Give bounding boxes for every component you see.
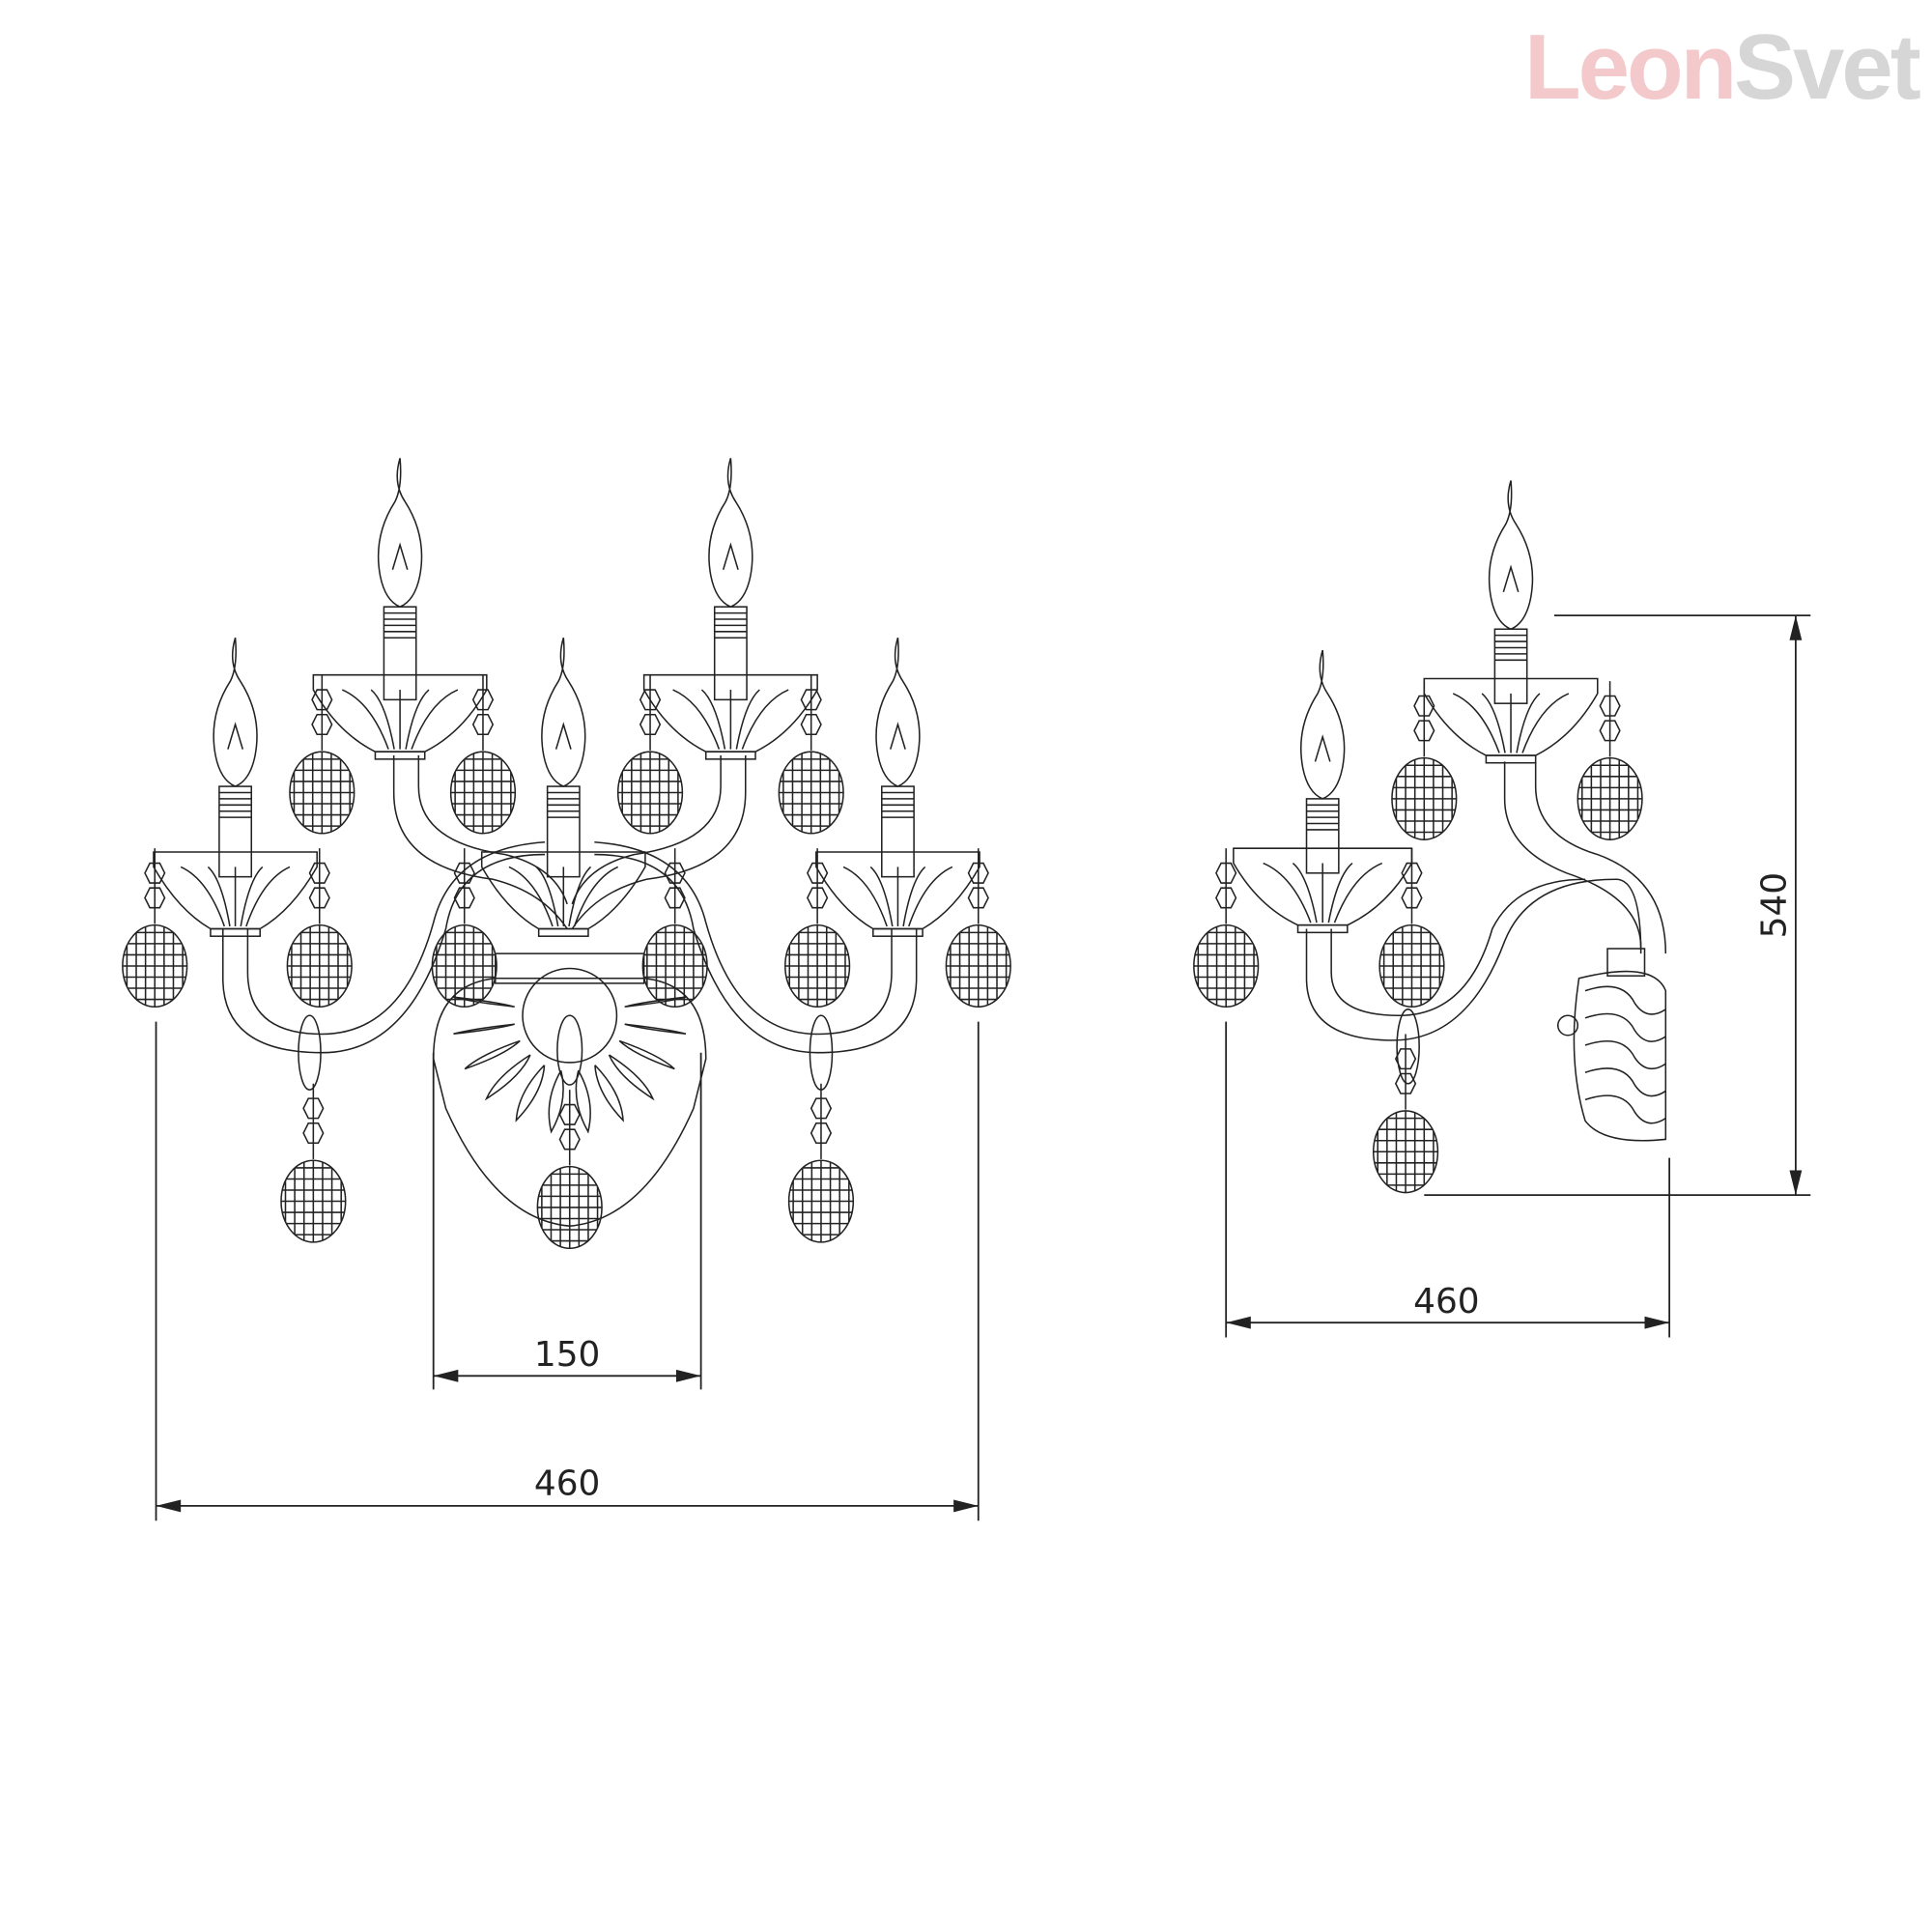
wall-plate-knob xyxy=(1556,1014,1579,1037)
dimension-height: 540 xyxy=(1424,614,1811,1197)
candle-bulb xyxy=(1300,649,1346,800)
front-view xyxy=(122,458,1011,1250)
crystal-drop xyxy=(431,848,497,1009)
crystal-drop xyxy=(536,1090,603,1250)
dim-label-460-front: 460 xyxy=(534,1463,600,1503)
candle-lamp xyxy=(1423,480,1599,764)
candle-socket xyxy=(218,785,253,878)
chain-link xyxy=(298,1014,322,1091)
side-view xyxy=(1193,480,1667,1194)
crystal-drop xyxy=(778,674,844,835)
candle-socket xyxy=(1493,628,1528,704)
backplate-petal xyxy=(624,1023,687,1036)
backplate-petal xyxy=(548,1069,564,1134)
crystal-drop xyxy=(122,848,188,1009)
bobeche-ring xyxy=(872,927,923,937)
logo-leon: Leon xyxy=(1524,15,1734,119)
candle-lamp xyxy=(642,458,818,760)
crystal-drop xyxy=(787,1083,855,1243)
logo-svet: Svet xyxy=(1734,15,1920,119)
candle-socket xyxy=(546,785,581,878)
wall-plate xyxy=(1556,948,1667,1142)
crystal-drop xyxy=(616,674,684,835)
backplate-petal xyxy=(575,1069,591,1134)
backplate-petal xyxy=(515,1065,546,1122)
backplate-petal xyxy=(618,1039,675,1070)
chain-link xyxy=(1396,1009,1420,1085)
crystal-drop xyxy=(286,848,353,1009)
backplate-petal xyxy=(453,996,515,1008)
crystal-drop xyxy=(784,848,851,1009)
backplate-petal xyxy=(484,1054,531,1101)
backplate-petal xyxy=(453,1023,515,1036)
dim-label-460-side: 460 xyxy=(1413,1282,1479,1321)
candle-socket xyxy=(713,606,748,701)
bobeche-ring xyxy=(1296,923,1349,934)
crystal-drop xyxy=(945,848,1011,1009)
bobeche-ring xyxy=(537,927,589,937)
dimension-backplate-width: 150 xyxy=(432,1052,702,1390)
candle-socket xyxy=(881,785,915,878)
candle-bulb xyxy=(541,638,586,787)
wall-plate-cap xyxy=(1606,948,1646,977)
backplate-bar xyxy=(495,952,645,984)
crystal-drop xyxy=(641,848,708,1009)
crystal-drop xyxy=(1193,848,1260,1009)
candle-lamp xyxy=(480,638,646,937)
backplate-petal xyxy=(624,996,687,1008)
candle-lamp xyxy=(1233,649,1413,934)
backplate xyxy=(432,952,707,1227)
bobeche-ring xyxy=(1485,754,1537,764)
candle-bulb xyxy=(875,638,921,787)
bobeche-ring xyxy=(210,927,261,937)
side-arms xyxy=(1305,761,1667,1041)
backplate-petal xyxy=(608,1054,655,1101)
candle-bulb xyxy=(1488,480,1534,631)
candle-socket xyxy=(383,606,417,701)
crystal-drop xyxy=(1391,681,1458,840)
candle-lamp xyxy=(153,638,318,937)
dim-label-150: 150 xyxy=(534,1335,600,1375)
candle-lamp xyxy=(312,458,488,760)
candle-bulb xyxy=(377,458,423,609)
bobeche-ring xyxy=(704,751,756,760)
bobeche-ring xyxy=(374,751,426,760)
backplate-petal xyxy=(464,1039,521,1070)
crystal-drop xyxy=(449,674,517,835)
candle-bulb xyxy=(213,638,258,787)
backplate-petal xyxy=(594,1065,624,1122)
candle-socket xyxy=(1305,798,1340,874)
crystal-drop xyxy=(289,674,355,835)
dim-label-540: 540 xyxy=(1755,872,1795,938)
crystal-drop xyxy=(280,1083,347,1243)
logo: Leon Svet xyxy=(1524,15,1923,119)
backplate-boss xyxy=(522,967,618,1064)
crystal-drop xyxy=(1378,848,1445,1009)
candle-bulb xyxy=(708,458,753,609)
dimension-depth: 460 xyxy=(1225,1021,1671,1338)
crystal-drop xyxy=(1372,1034,1439,1194)
crystal-drop xyxy=(1577,681,1643,840)
candle-lamp xyxy=(815,638,980,937)
dimension-total-width: 460 xyxy=(155,1021,980,1521)
